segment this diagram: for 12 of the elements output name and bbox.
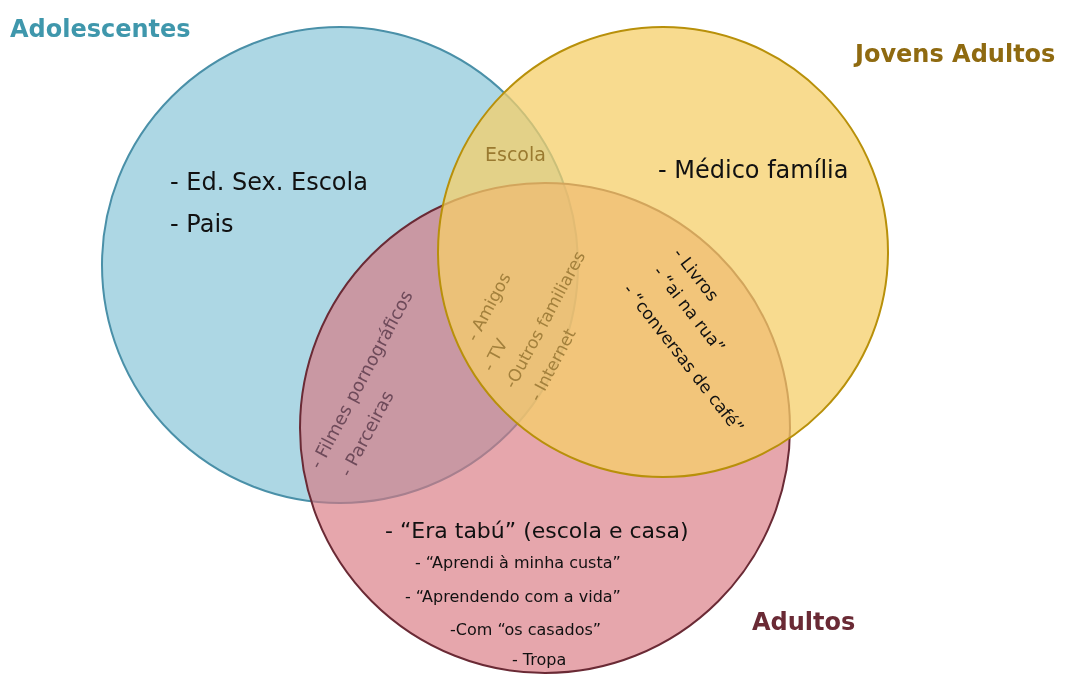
- region-text: -Com “os casados”: [450, 620, 602, 639]
- circle-title: Adultos: [752, 608, 856, 636]
- region-text: - Tropa: [512, 650, 567, 669]
- region-text: - “Era tabú” (escola e casa): [385, 518, 689, 543]
- region-text: - “Aprendendo com a vida”: [405, 587, 621, 606]
- circle-title: Adolescentes: [10, 15, 191, 43]
- circle-title: Jovens Adultos: [855, 40, 1056, 68]
- region-text: - Pais: [170, 210, 234, 238]
- region-text: - Médico família: [658, 156, 849, 184]
- region-text: Escola: [485, 143, 546, 165]
- region-text: - “Aprendi à minha custa”: [415, 553, 621, 572]
- region-text: - Ed. Sex. Escola: [170, 168, 368, 196]
